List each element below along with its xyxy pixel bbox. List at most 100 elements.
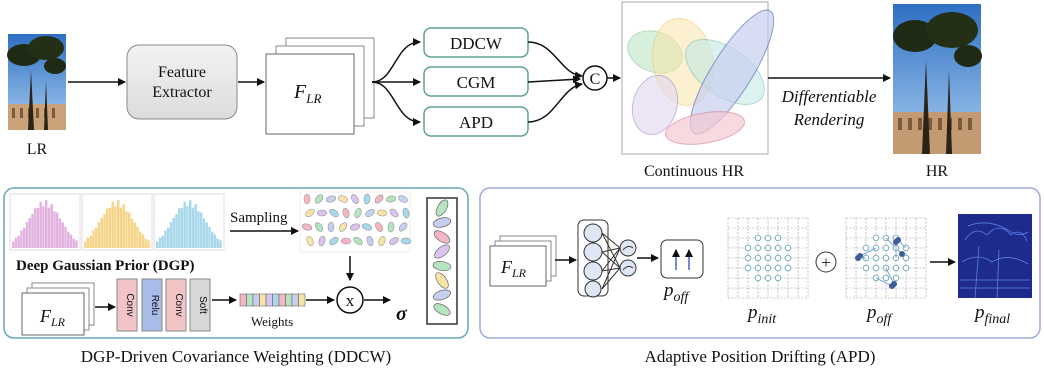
histogram-bar	[108, 207, 112, 248]
layer-soft: Soft	[189, 278, 211, 332]
grid-point	[764, 264, 772, 272]
feature-extractor-line-2: Extractor	[152, 84, 212, 101]
layer-relu-label: Relu	[149, 295, 160, 316]
apd-flr-label: FLR	[500, 257, 527, 280]
network-connection	[601, 247, 621, 272]
weight-cell	[259, 293, 267, 307]
histogram-bar	[100, 217, 103, 248]
histogram-bar	[34, 208, 37, 248]
histogram-bar	[164, 230, 167, 248]
dgp-histograms	[9, 193, 225, 251]
lr-image	[7, 34, 66, 130]
histogram-bar	[64, 226, 67, 248]
histogram-bar	[172, 217, 175, 248]
histogram-bar	[25, 222, 29, 248]
layer-conv-1: Conv	[116, 278, 138, 332]
feature-extractor-line-1: Feature	[158, 64, 206, 81]
sampled-gaussian	[305, 208, 315, 218]
histogram-bar	[45, 200, 48, 248]
histogram-bar	[197, 211, 200, 248]
grid-point	[892, 274, 900, 282]
histogram-bar	[36, 207, 40, 248]
weight-cell	[239, 293, 247, 307]
histogram-bar	[200, 212, 203, 248]
sampled-gaussian	[402, 207, 410, 219]
apd-caption: Adaptive Position Drifting (APD)	[645, 347, 876, 366]
histogram-bar	[72, 238, 75, 248]
histogram-bar	[111, 201, 114, 248]
sigma-ellipse	[434, 244, 450, 259]
histogram-bar	[202, 218, 206, 248]
histogram-bar	[128, 212, 131, 248]
sampled-gaussian	[314, 222, 324, 232]
dgp-label: Deep Gaussian Prior (DGP)	[16, 258, 194, 274]
grid-point	[882, 254, 890, 262]
histogram-bar	[97, 222, 101, 248]
grid-point	[774, 254, 782, 262]
histogram-bar	[167, 227, 170, 248]
histogram-bar	[12, 241, 15, 248]
network-connection	[601, 247, 621, 290]
histogram-bar	[75, 240, 78, 248]
histogram-bar	[89, 235, 92, 248]
histogram-bar	[106, 208, 109, 248]
sampled-gaussian	[329, 208, 339, 218]
continuous-hr-label: Continuous HR	[644, 163, 744, 180]
sampled-gaussian	[400, 237, 412, 245]
grid-point	[774, 264, 782, 272]
rendering-line-2: Rendering	[793, 110, 865, 129]
sampled-gaussian	[398, 195, 408, 203]
network-connection	[601, 267, 621, 290]
histogram-bar	[42, 206, 45, 248]
histogram-bar	[169, 222, 173, 248]
p-final-label: pfinal	[973, 302, 1010, 327]
grid-point	[744, 254, 752, 262]
sampled-gaussian	[327, 221, 335, 233]
grid-point	[902, 254, 910, 262]
weight-cell	[278, 293, 286, 307]
sampled-gaussian	[338, 222, 348, 232]
histogram-bar	[92, 230, 95, 248]
sampled-gaussian	[378, 235, 386, 247]
weight-cell	[265, 293, 273, 307]
grid-point	[754, 244, 762, 252]
sigma-label: σ	[396, 303, 408, 325]
grid-point	[774, 244, 782, 252]
grid-point	[754, 274, 762, 282]
grid-point	[862, 264, 870, 272]
grid-point	[902, 264, 910, 272]
histogram-bar	[56, 212, 59, 248]
sampling-label: Sampling	[230, 210, 288, 226]
sampled-gaussian	[363, 193, 371, 205]
hr-image	[893, 4, 982, 154]
grid-point	[872, 264, 880, 272]
histogram-bar	[95, 227, 98, 248]
sampled-gaussian	[340, 237, 352, 245]
ddcw-flr-stack: FLR	[21, 282, 95, 336]
sampled-gaussian	[325, 195, 337, 203]
histogram-bar	[125, 211, 128, 248]
grid-point	[754, 254, 762, 262]
histogram-bar	[133, 222, 136, 248]
histogram-bar	[50, 204, 53, 248]
histogram-bar	[20, 230, 23, 248]
histogram-bar	[158, 237, 162, 248]
sampled-gaussian	[387, 221, 395, 233]
plus-label: +	[821, 253, 831, 272]
layer-conv-1-label: Conv	[124, 293, 135, 316]
apd-panel	[479, 187, 1041, 339]
sampled-gaussian	[374, 194, 384, 204]
histogram-bar	[114, 206, 117, 248]
histogram-bar	[31, 213, 34, 248]
branch-cgm-label: CGM	[457, 73, 496, 92]
concat-node: C	[582, 65, 608, 91]
histogram-bar	[69, 234, 73, 248]
offset-point	[889, 283, 895, 289]
histogram-bar	[178, 208, 181, 248]
sampled-gaussian	[398, 222, 408, 232]
branch-ddcw: DDCW	[423, 27, 529, 58]
grid-point	[774, 234, 782, 242]
histogram-bar	[205, 222, 208, 248]
histogram-bar	[175, 213, 178, 248]
